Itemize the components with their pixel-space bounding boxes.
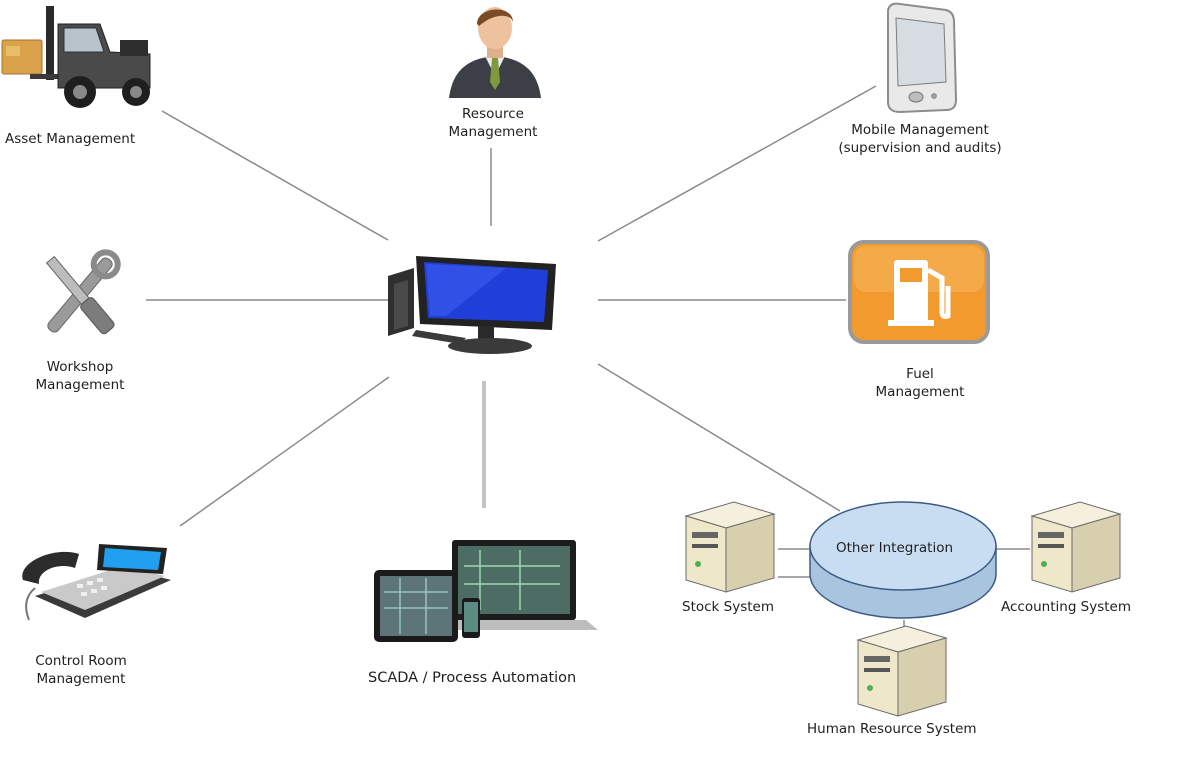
workshop-management-node: Workshop Management: [10, 245, 160, 395]
server-icon: [1030, 501, 1122, 593]
resource-management-node: Resource Management: [420, 0, 570, 145]
workshop-label-line-1: Workshop: [46, 359, 114, 375]
fuel-label-line-2: Management: [875, 384, 965, 400]
mobile-management-node: Mobile Management (supervision and audit…: [826, 0, 1026, 160]
connector-asset: [161, 110, 389, 241]
resource-label-line-1: Resource: [462, 106, 524, 122]
workshop-management-label: Workshop Management: [10, 358, 150, 394]
forklift-icon: [1, 6, 151, 108]
scada-label: SCADA / Process Automation: [368, 670, 577, 686]
stock-system-node: Stock System: [670, 498, 790, 628]
connector-control-room: [179, 376, 390, 527]
desk-phone-icon: [22, 544, 171, 621]
resource-management-label: Resource Management: [420, 105, 566, 141]
control-room-management-label: Control Room Management: [10, 652, 152, 688]
mobile-label-line-2: (supervision and audits): [838, 140, 1002, 156]
other-integration-node: Other Integration: [808, 500, 998, 620]
fuel-pump-icon: [848, 240, 990, 344]
hr-system-label: Human Resource System: [807, 721, 977, 737]
disc-hub-icon: [809, 501, 997, 619]
fuel-label-line-1: Fuel: [906, 366, 934, 382]
fuel-management-label: Fuel Management: [848, 365, 992, 401]
asset-management-label: Asset Management: [5, 131, 136, 147]
mobile-management-label: Mobile Management (supervision and audit…: [826, 121, 1014, 157]
resource-label-line-2: Management: [448, 124, 538, 140]
hr-system-node: Human Resource System: [800, 622, 1010, 744]
businessman-icon: [449, 7, 541, 98]
fuel-management-node: Fuel Management: [840, 240, 1000, 410]
asset-management-node: Asset Management: [0, 0, 170, 150]
central-computer-node: [386, 246, 586, 360]
control-room-label-line-1: Control Room: [35, 653, 127, 669]
stock-system-label: Stock System: [682, 599, 774, 615]
connector-other-integration: [597, 363, 841, 512]
devices-icon: [374, 540, 598, 642]
computer-monitor-icon: [388, 256, 556, 354]
wrench-screwdriver-icon: [45, 249, 121, 335]
control-room-management-node: Control Room Management: [10, 540, 180, 690]
mobile-label-line-1: Mobile Management: [851, 122, 989, 138]
accounting-system-node: Accounting System: [996, 498, 1156, 628]
server-icon: [684, 501, 776, 593]
connector-mobile: [597, 85, 877, 242]
server-icon: [856, 625, 948, 717]
other-integration-label: Other Integration: [836, 540, 954, 556]
control-room-label-line-2: Management: [36, 671, 126, 687]
scada-node: SCADA / Process Automation: [360, 536, 600, 696]
workshop-label-line-2: Management: [35, 377, 125, 393]
accounting-system-label: Accounting System: [1001, 599, 1132, 615]
pda-device-icon: [887, 2, 958, 114]
